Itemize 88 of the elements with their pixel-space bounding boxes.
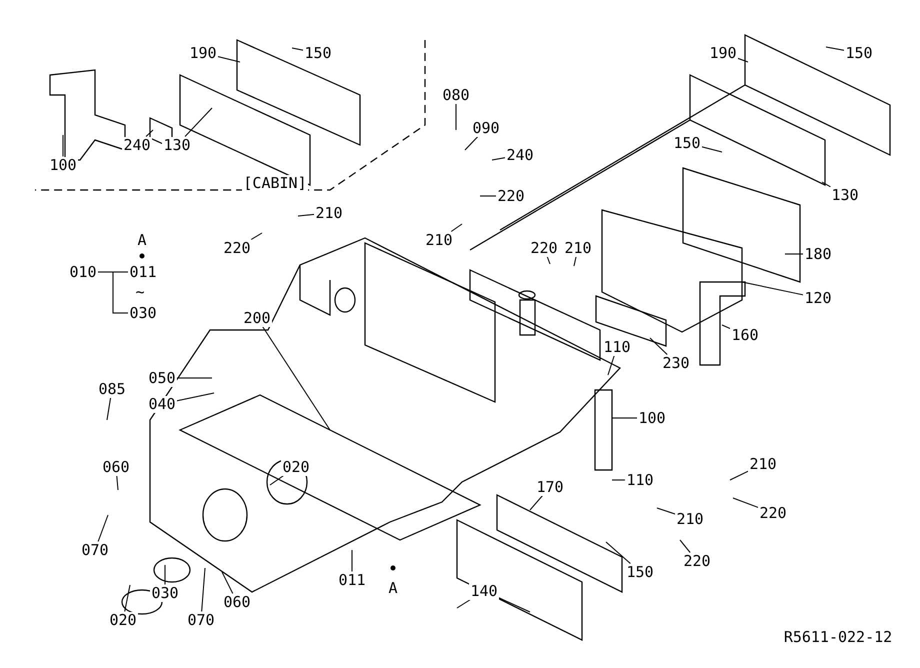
leader-line bbox=[201, 568, 206, 612]
callout-number: 180 bbox=[803, 246, 833, 262]
leader-line bbox=[826, 46, 845, 51]
callout-number: 240 bbox=[122, 136, 152, 154]
callout-number: 050 bbox=[147, 370, 177, 386]
leader-line bbox=[62, 134, 64, 157]
callout-number: 100 bbox=[48, 156, 78, 174]
leader-line bbox=[737, 58, 748, 62]
leader-line bbox=[222, 572, 234, 594]
leader-line bbox=[217, 56, 240, 62]
callout-number: 210 bbox=[563, 240, 593, 256]
callout-number: 210 bbox=[314, 204, 344, 222]
callout-number: 011 bbox=[128, 264, 158, 280]
leader-line bbox=[650, 338, 668, 355]
leader-line bbox=[116, 475, 118, 490]
callout-number: 140 bbox=[469, 582, 499, 600]
callout-number: 150 bbox=[672, 134, 702, 152]
leader-line bbox=[722, 324, 731, 330]
leader-line bbox=[742, 282, 804, 296]
callout-number: 020 bbox=[108, 612, 138, 628]
leader-line bbox=[822, 182, 831, 188]
leader-line bbox=[680, 540, 691, 553]
callout-number: 170 bbox=[535, 478, 565, 496]
callout-number: 040 bbox=[147, 396, 177, 412]
callout-number: 070 bbox=[186, 612, 216, 628]
leader-line bbox=[250, 232, 262, 240]
callout-number: 070 bbox=[80, 542, 110, 558]
callout-number: 130 bbox=[830, 186, 860, 204]
callout-number: 150 bbox=[303, 44, 333, 62]
callout-number: 085 bbox=[97, 380, 127, 398]
callout-number: 150 bbox=[844, 44, 874, 62]
leader-line bbox=[546, 256, 550, 264]
callout-number: 080 bbox=[441, 86, 471, 104]
leader-line bbox=[530, 495, 544, 510]
leader-line bbox=[492, 157, 506, 160]
drawing-number: R5611-022-12 bbox=[782, 628, 894, 646]
callout-number: 020 bbox=[281, 458, 311, 476]
callout-number: 220 bbox=[682, 552, 712, 570]
callout-number: 011 bbox=[337, 572, 367, 588]
callout-number: 030 bbox=[128, 304, 158, 322]
leader-line bbox=[456, 599, 471, 608]
leader-line bbox=[176, 392, 214, 402]
callout-number: 130 bbox=[162, 136, 192, 154]
callout-number: 030 bbox=[150, 584, 180, 602]
leader-line bbox=[146, 130, 154, 137]
callout-number: 060 bbox=[101, 458, 131, 476]
callout-number: 220 bbox=[758, 504, 788, 522]
callout-number: 010 bbox=[68, 264, 98, 280]
leader-line bbox=[574, 256, 577, 266]
callout-number: 220 bbox=[529, 240, 559, 256]
callout-number: 230 bbox=[661, 354, 691, 372]
leader-line bbox=[656, 508, 676, 515]
callout-number: 190 bbox=[708, 44, 738, 62]
callout-number: 060 bbox=[222, 594, 252, 610]
section-label: [CABIN] bbox=[242, 174, 308, 192]
leader-line bbox=[498, 597, 530, 612]
leader-line bbox=[106, 397, 112, 420]
callout-number: 200 bbox=[242, 310, 272, 326]
callout-number: 210 bbox=[424, 232, 454, 248]
callout-number: 220 bbox=[496, 188, 526, 204]
callout-number: 110 bbox=[625, 472, 655, 488]
callout-number: 120 bbox=[803, 290, 833, 306]
callout-number: 160 bbox=[730, 326, 760, 344]
leader-line bbox=[164, 564, 166, 585]
leader-line bbox=[450, 224, 462, 232]
leader-line bbox=[270, 475, 284, 486]
leader-line bbox=[97, 272, 129, 314]
callout-number: 240 bbox=[505, 146, 535, 164]
leader-line bbox=[292, 48, 304, 51]
leader-line bbox=[730, 470, 749, 480]
leader-line bbox=[606, 542, 631, 564]
leader-line bbox=[298, 214, 315, 216]
leader-line bbox=[608, 355, 615, 376]
callout-number: 110 bbox=[602, 338, 632, 356]
callout-number: 100 bbox=[637, 410, 667, 426]
callout-number: 090 bbox=[471, 120, 501, 136]
leader-line bbox=[124, 584, 130, 612]
leader-line bbox=[701, 146, 722, 152]
leader-line bbox=[184, 108, 212, 137]
callout-number: 150 bbox=[625, 564, 655, 580]
leader-line bbox=[262, 326, 330, 430]
callout-number: 190 bbox=[188, 44, 218, 62]
leader-line bbox=[464, 136, 478, 150]
callout-number: 210 bbox=[748, 456, 778, 472]
callout-number: 210 bbox=[675, 510, 705, 528]
callout-number: 220 bbox=[222, 240, 252, 256]
leader-line bbox=[98, 514, 108, 542]
leader-line bbox=[732, 498, 759, 508]
